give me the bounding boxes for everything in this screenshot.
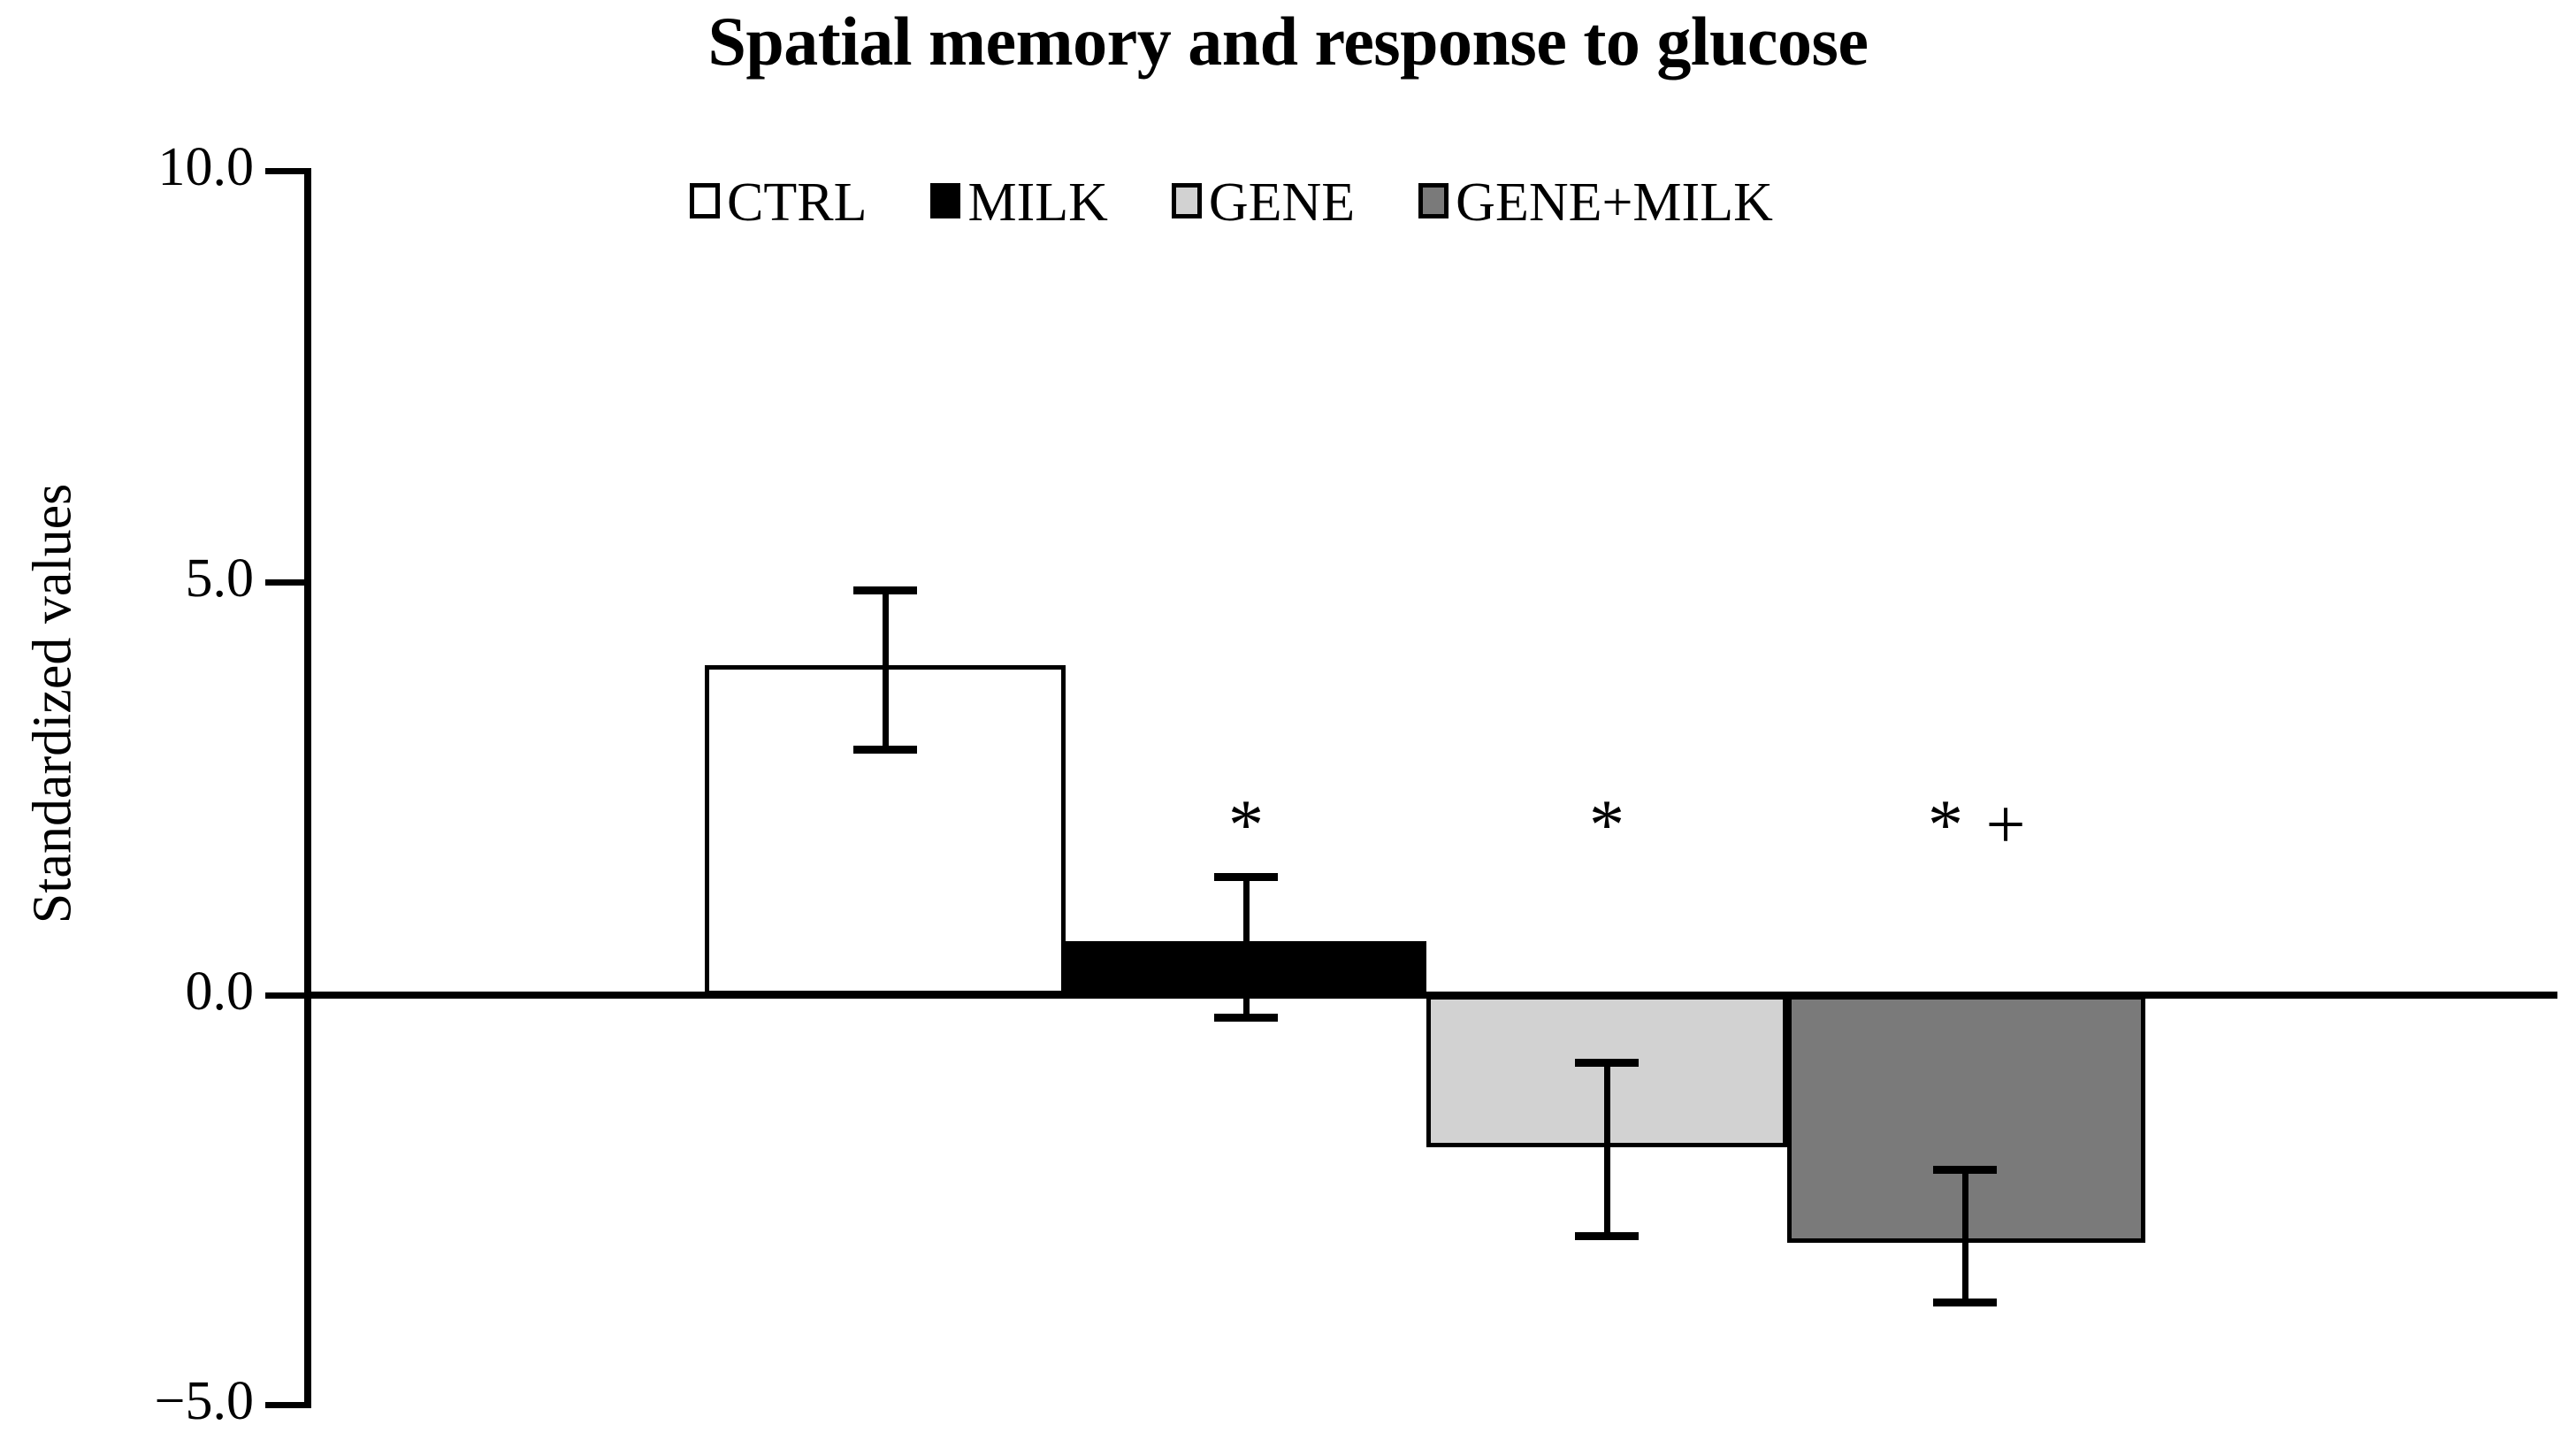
y-ticklabel-10: 10.0 <box>157 137 255 197</box>
legend-item-gene: GENE <box>1171 172 1356 233</box>
y-ticklabel-neg5: −5.0 <box>154 1371 254 1431</box>
legend: CTRL MILK GENE GENE+MILK <box>690 172 1773 233</box>
legend-item-milk: MILK <box>930 172 1108 233</box>
bar-ctrl[interactable] <box>705 665 1066 995</box>
y-ticklabel-5: 5.0 <box>185 548 255 609</box>
legend-label-gene-milk: GENE+MILK <box>1456 172 1773 233</box>
significance-marker-gene-milk-star: * <box>1928 786 1963 864</box>
errorbar-cap-upper-gene-milk <box>1933 1166 1997 1174</box>
legend-label-milk: MILK <box>967 172 1108 233</box>
significance-marker-milk: * <box>1228 786 1264 864</box>
y-tick-neg5 <box>265 1402 311 1408</box>
legend-label-ctrl: CTRL <box>727 172 868 233</box>
errorbar-cap-upper-milk <box>1214 873 1278 881</box>
chart-title: Spatial memory and response to glucose <box>707 3 1869 80</box>
errorbar-cap-lower-milk <box>1214 1014 1278 1022</box>
legend-swatch-gene-milk-icon <box>1418 183 1449 218</box>
legend-swatch-ctrl-icon <box>690 183 720 218</box>
y-tick-0 <box>265 992 311 999</box>
significance-marker-gene: * <box>1589 786 1624 864</box>
legend-item-gene-milk: GENE+MILK <box>1418 172 1773 233</box>
legend-item-ctrl: CTRL <box>690 172 868 233</box>
legend-label-gene: GENE <box>1208 172 1356 233</box>
errorbar-stem-gene-milk <box>1962 1168 1968 1301</box>
legend-swatch-gene-icon <box>1171 183 1202 218</box>
y-axis-spine <box>304 168 311 1406</box>
errorbar-stem-gene <box>1604 1061 1610 1235</box>
errorbar-cap-lower-gene <box>1575 1232 1639 1240</box>
legend-swatch-milk-icon <box>930 183 961 218</box>
errorbar-cap-upper-ctrl <box>853 586 917 594</box>
errorbar-cap-lower-gene-milk <box>1933 1299 1997 1306</box>
y-tick-5 <box>265 579 311 586</box>
errorbar-cap-lower-ctrl <box>853 746 917 754</box>
errorbar-stem-ctrl <box>883 589 889 752</box>
y-ticklabel-0: 0.0 <box>185 962 255 1022</box>
errorbar-stem-milk <box>1243 876 1250 1015</box>
significance-marker-gene-milk-plus: + <box>1985 786 2026 864</box>
errorbar-cap-upper-gene <box>1575 1059 1639 1067</box>
y-tick-10 <box>265 168 311 174</box>
